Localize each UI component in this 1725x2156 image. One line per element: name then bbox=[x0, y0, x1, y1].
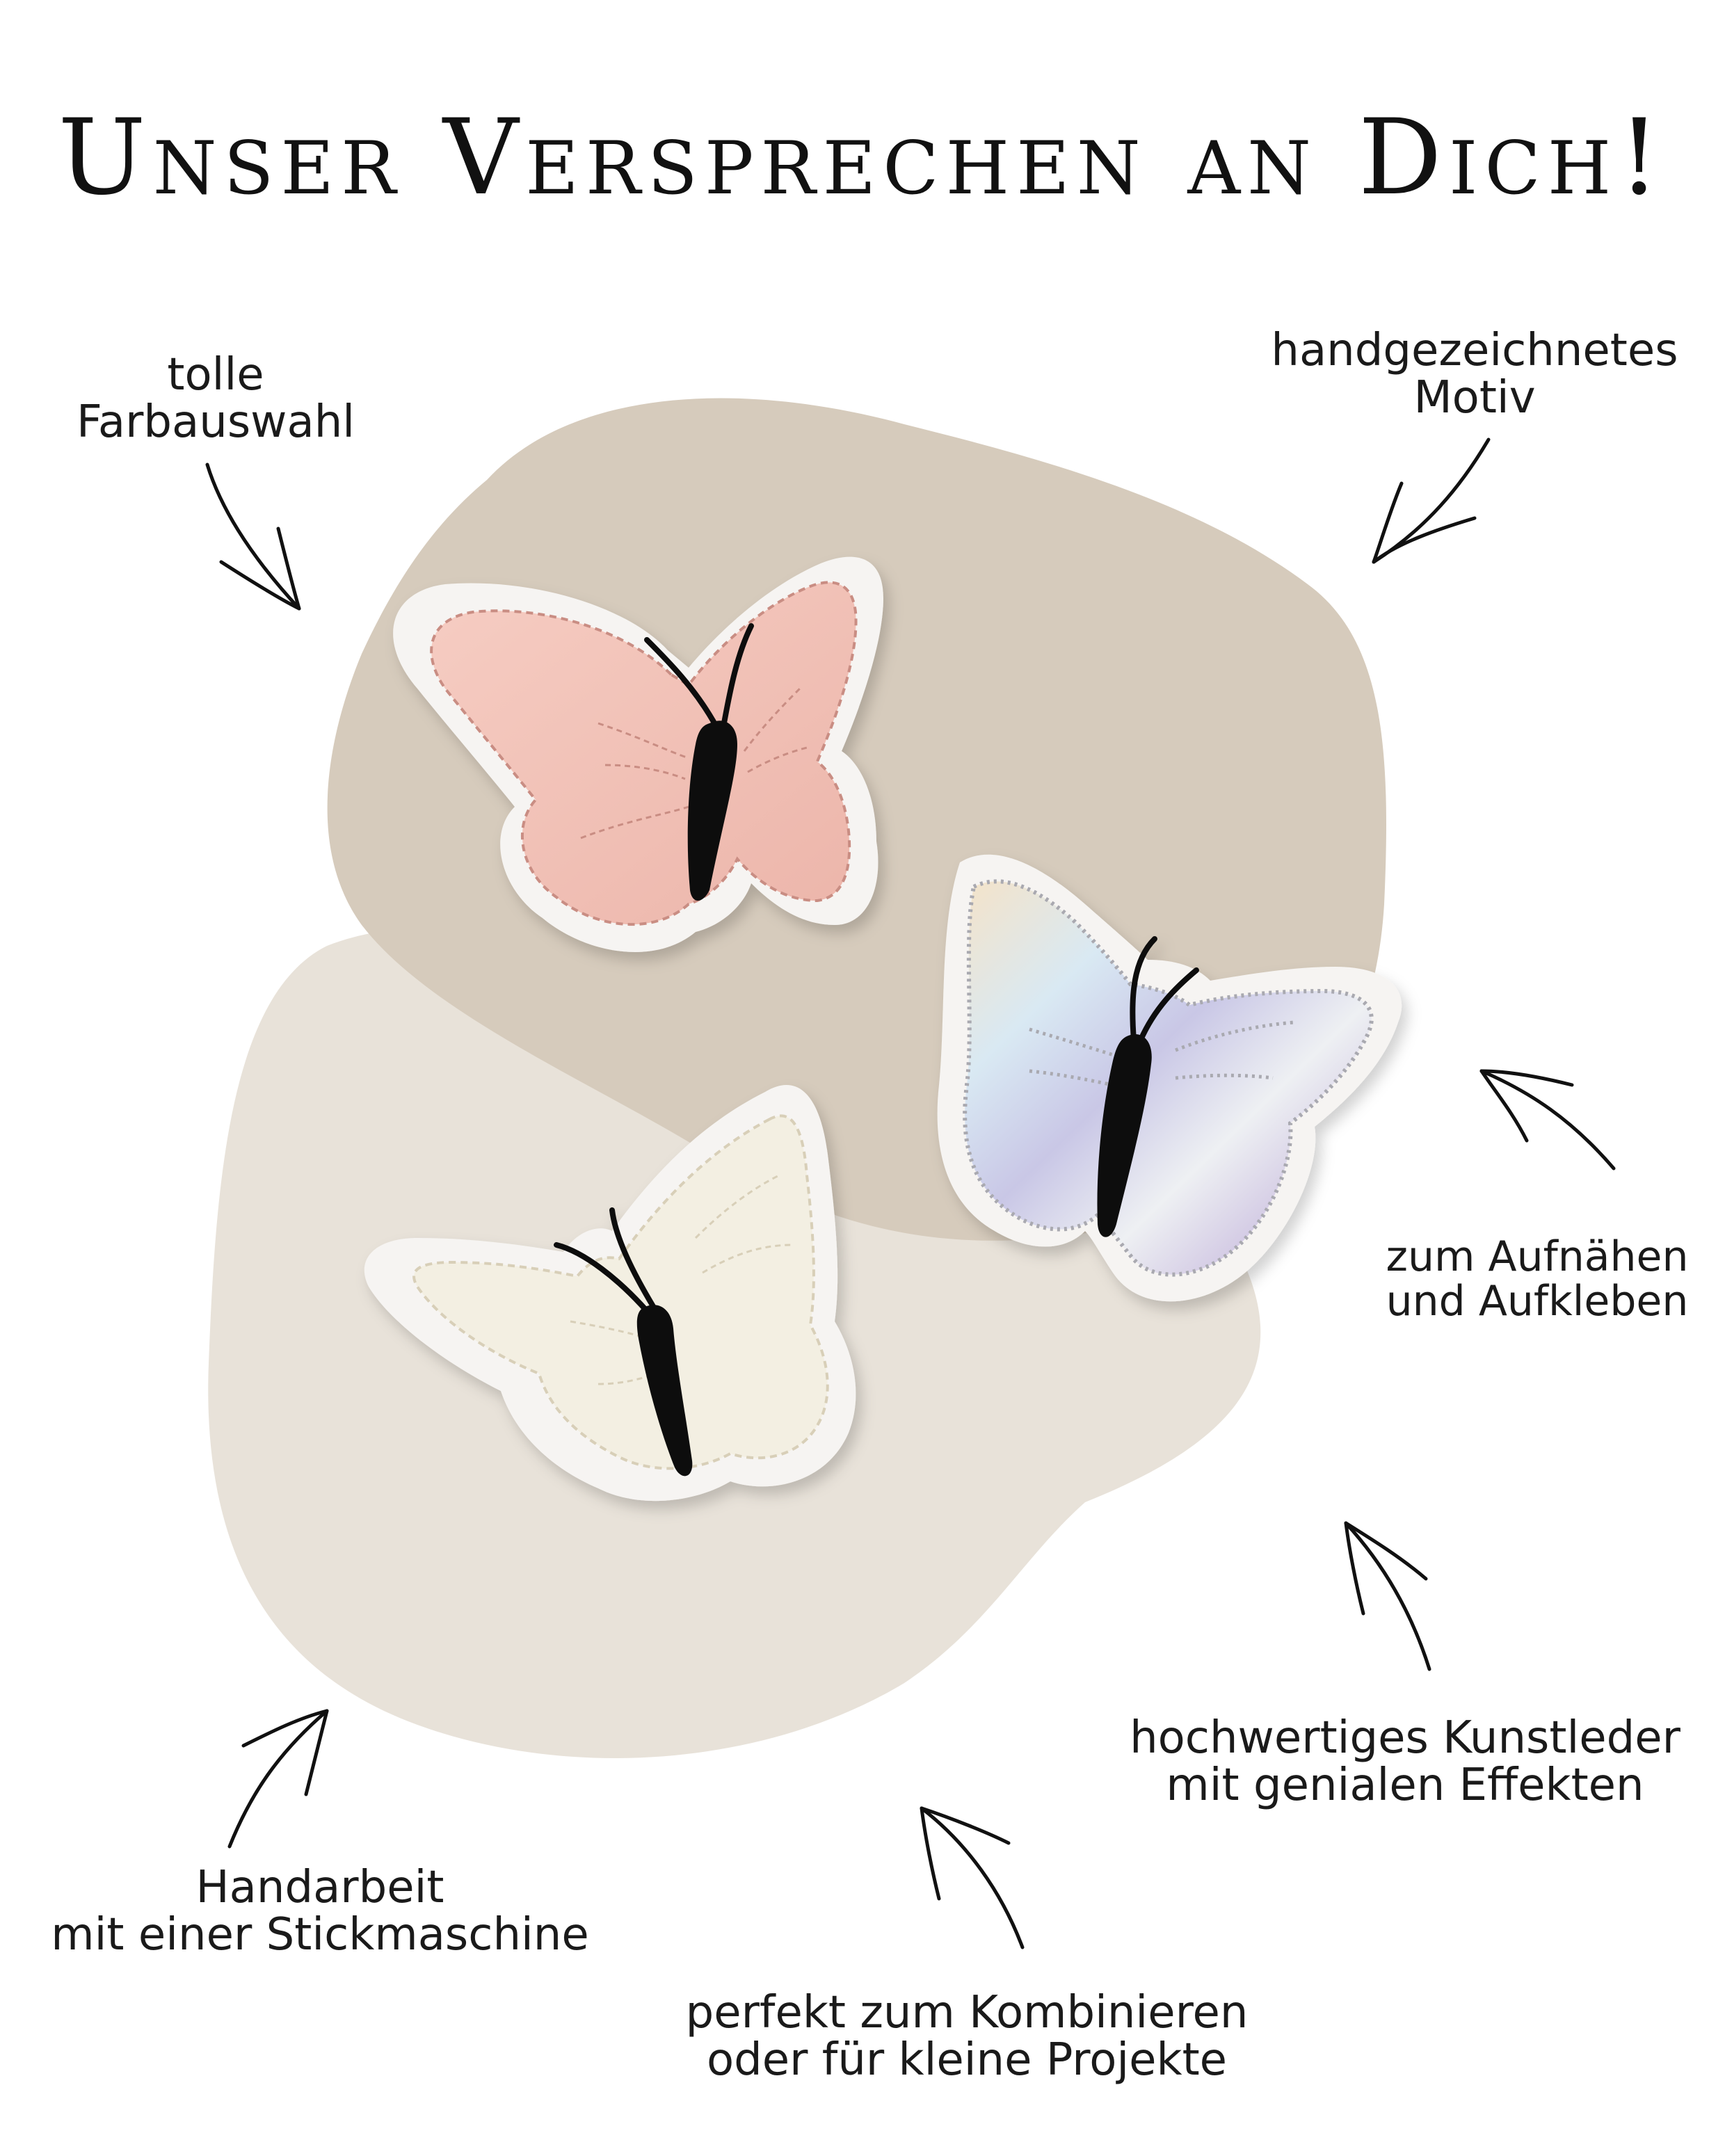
feature-line: oder für kleine Projekte bbox=[706, 2034, 1228, 2086]
feature-line: Farbauswahl bbox=[76, 396, 355, 448]
feature-line: mit genialen Effekten bbox=[1166, 1760, 1644, 1811]
feature-line: und Aufkleben bbox=[1386, 1277, 1689, 1326]
arrow-icon-motiv bbox=[1372, 437, 1491, 564]
feature-label-aufnaehen: zum Aufnähen und Aufkleben bbox=[1363, 1234, 1711, 1324]
arrow-icon-kunstleder bbox=[1344, 1521, 1431, 1671]
page-title: Unser Versprechen an Dich! bbox=[58, 97, 1667, 218]
feature-line: handgezeichnetes bbox=[1271, 325, 1678, 376]
butterfly-pink-icon bbox=[393, 556, 883, 952]
feature-line: perfekt zum Kombinieren bbox=[685, 1987, 1249, 2038]
feature-line: Handarbeit bbox=[195, 1862, 444, 1913]
feature-label-handarbeit: Handarbeit mit einer Stickmaschine bbox=[28, 1864, 612, 1958]
feature-line: zum Aufnähen bbox=[1386, 1232, 1689, 1281]
feature-line: Motiv bbox=[1413, 372, 1536, 424]
feature-label-motiv: handgezeichnetes Motiv bbox=[1238, 327, 1711, 421]
feature-line: mit einer Stickmaschine bbox=[51, 1909, 589, 1961]
feature-line: tolle bbox=[167, 349, 264, 401]
arrow-icon-farbauswahl bbox=[205, 462, 301, 611]
arrow-icon-kombinieren bbox=[920, 1806, 1025, 1949]
butterfly-cream-icon bbox=[364, 1085, 856, 1502]
feature-label-kombinieren: perfekt zum Kombinieren oder für kleine … bbox=[654, 1989, 1280, 2084]
feature-line: hochwertiges Kunstleder bbox=[1130, 1712, 1680, 1764]
butterfly-holographic-icon bbox=[937, 854, 1402, 1302]
feature-label-kunstleder: hochwertiges Kunstleder mit genialen Eff… bbox=[1099, 1714, 1711, 1809]
arrow-icon-aufnaehen bbox=[1479, 1069, 1616, 1170]
arrow-icon-handarbeit bbox=[227, 1709, 329, 1849]
feature-label-farbauswahl: tolle Farbauswahl bbox=[56, 351, 376, 446]
